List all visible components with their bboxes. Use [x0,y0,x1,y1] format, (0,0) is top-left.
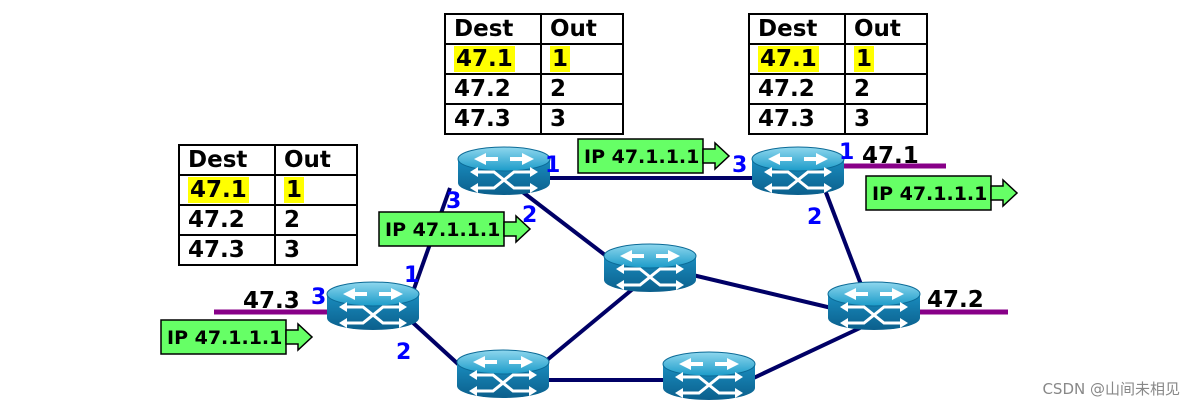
out-cell: 3 [844,103,928,135]
packet-label: IP 47.1.1.1 [167,327,282,349]
network-label-47-3: 47.3 [243,288,300,314]
dest-cell: 47.1 [454,46,515,72]
port-label-r2-2: 2 [522,203,537,228]
routing-table-right: Dest Out 47.1 1 47.2 2 47.3 3 [748,13,928,135]
dest-cell: 47.1 [758,46,819,72]
packet-on-lan-47-1: IP 47.1.1.1 [865,175,1018,211]
watermark: CSDN @山间未相见 [1042,380,1180,398]
table-row: 47.3 3 [444,103,624,135]
port-label-r1-2: 2 [396,340,411,365]
out-cell: 1 [854,46,875,72]
port-label-r2-1: 1 [545,153,560,178]
router-7-icon [661,350,757,402]
packet-arrow-icon [990,179,1018,207]
port-label-r3-1: 1 [839,140,854,165]
packet-label: IP 47.1.1.1 [584,146,699,168]
link-r3-r6 [823,189,867,296]
network-links [408,176,867,384]
out-cell: 3 [540,103,624,135]
packet-label: IP 47.1.1.1 [872,183,987,205]
port-label-r3-2: 2 [807,205,822,230]
dest-header: Dest [444,13,542,45]
router-1-icon [325,280,421,332]
out-cell: 1 [284,177,305,203]
network-label-47-1: 47.1 [862,143,919,169]
packet-label: IP 47.1.1.1 [385,219,500,241]
table-row: 47.2 2 [444,73,624,105]
out-cell: 1 [550,46,571,72]
packet-at-r2: IP 47.1.1.1 [378,211,531,247]
out-cell: 2 [844,73,928,105]
link-r7-r6 [744,326,861,384]
table-header-row: Dest Out [444,13,624,45]
table-row: 47.1 1 [444,43,624,75]
router-4-icon [455,348,551,400]
router-6-icon [826,280,922,332]
out-header: Out [274,144,358,176]
table-row: 47.1 1 [178,174,358,206]
table-row: 47.2 2 [178,204,358,236]
out-cell: 3 [274,234,358,266]
dest-cell: 47.3 [178,234,276,266]
dest-header: Dest [748,13,846,45]
dest-header: Dest [178,144,276,176]
table-row: 47.1 1 [748,43,928,75]
table-row: 47.3 3 [178,234,358,266]
dest-cell: 47.3 [444,103,542,135]
router-2-icon [456,145,552,197]
out-header: Out [844,13,928,45]
router-5-icon [602,242,698,294]
table-row: 47.3 3 [748,103,928,135]
dest-cell: 47.2 [748,73,846,105]
packet-arrow-icon [702,142,730,170]
dest-cell: 47.3 [748,103,846,135]
routing-table-left: Dest Out 47.1 1 47.2 2 47.3 3 [178,144,358,266]
table-row: 47.2 2 [748,73,928,105]
link-r4-r5 [533,281,642,372]
port-label-r1-3: 3 [311,285,326,310]
out-cell: 2 [274,204,358,236]
port-label-r1-1: 1 [404,263,419,288]
network-label-47-2: 47.2 [927,287,984,313]
table-header-row: Dest Out [748,13,928,45]
port-label-r2-3: 3 [446,189,461,214]
out-cell: 2 [540,73,624,105]
packet-arrow-icon [285,323,313,351]
table-header-row: Dest Out [178,144,358,176]
port-label-r3-3: 3 [732,153,747,178]
router-3-icon [750,145,846,197]
routing-table-middle: Dest Out 47.1 1 47.2 2 47.3 3 [444,13,624,135]
link-r5-r6 [679,270,841,312]
out-header: Out [540,13,624,45]
packet-at-r1: IP 47.1.1.1 [160,319,313,355]
dest-cell: 47.2 [444,73,542,105]
packet-on-r2-r3-link: IP 47.1.1.1 [577,138,730,174]
dest-cell: 47.2 [178,204,276,236]
dest-cell: 47.1 [188,177,249,203]
